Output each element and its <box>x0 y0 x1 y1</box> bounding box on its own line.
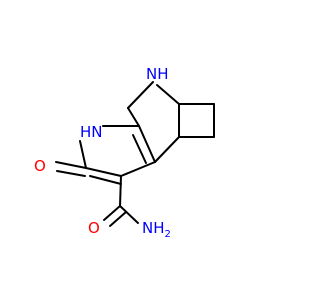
bond <box>132 134 147 164</box>
amide-oxygen-label: O <box>88 219 100 237</box>
bond <box>103 205 121 221</box>
bond <box>120 161 156 177</box>
bond <box>156 84 180 105</box>
bond <box>154 136 180 163</box>
amide-nh2-label: NH2 <box>142 219 171 240</box>
ring-hn-label: HN <box>80 123 103 141</box>
bridge-nh-label: NH <box>146 65 169 83</box>
bond <box>138 125 156 163</box>
bond <box>109 211 127 227</box>
bonds <box>55 81 215 227</box>
bond <box>119 205 139 224</box>
bond <box>79 140 87 169</box>
bond <box>55 161 87 169</box>
atom-labels: NH HN O O NH2 <box>34 65 171 240</box>
bond <box>127 107 140 127</box>
amide-subscript: 2 <box>165 229 171 240</box>
bond <box>119 175 122 207</box>
amide-nh-text: NH <box>142 219 165 237</box>
carbonyl-oxygen-label: O <box>34 157 46 175</box>
bond <box>89 175 122 185</box>
bond <box>85 167 122 177</box>
bond <box>56 170 86 177</box>
molecule-structure: NH HN O O NH2 <box>34 65 215 240</box>
bond <box>127 81 154 109</box>
